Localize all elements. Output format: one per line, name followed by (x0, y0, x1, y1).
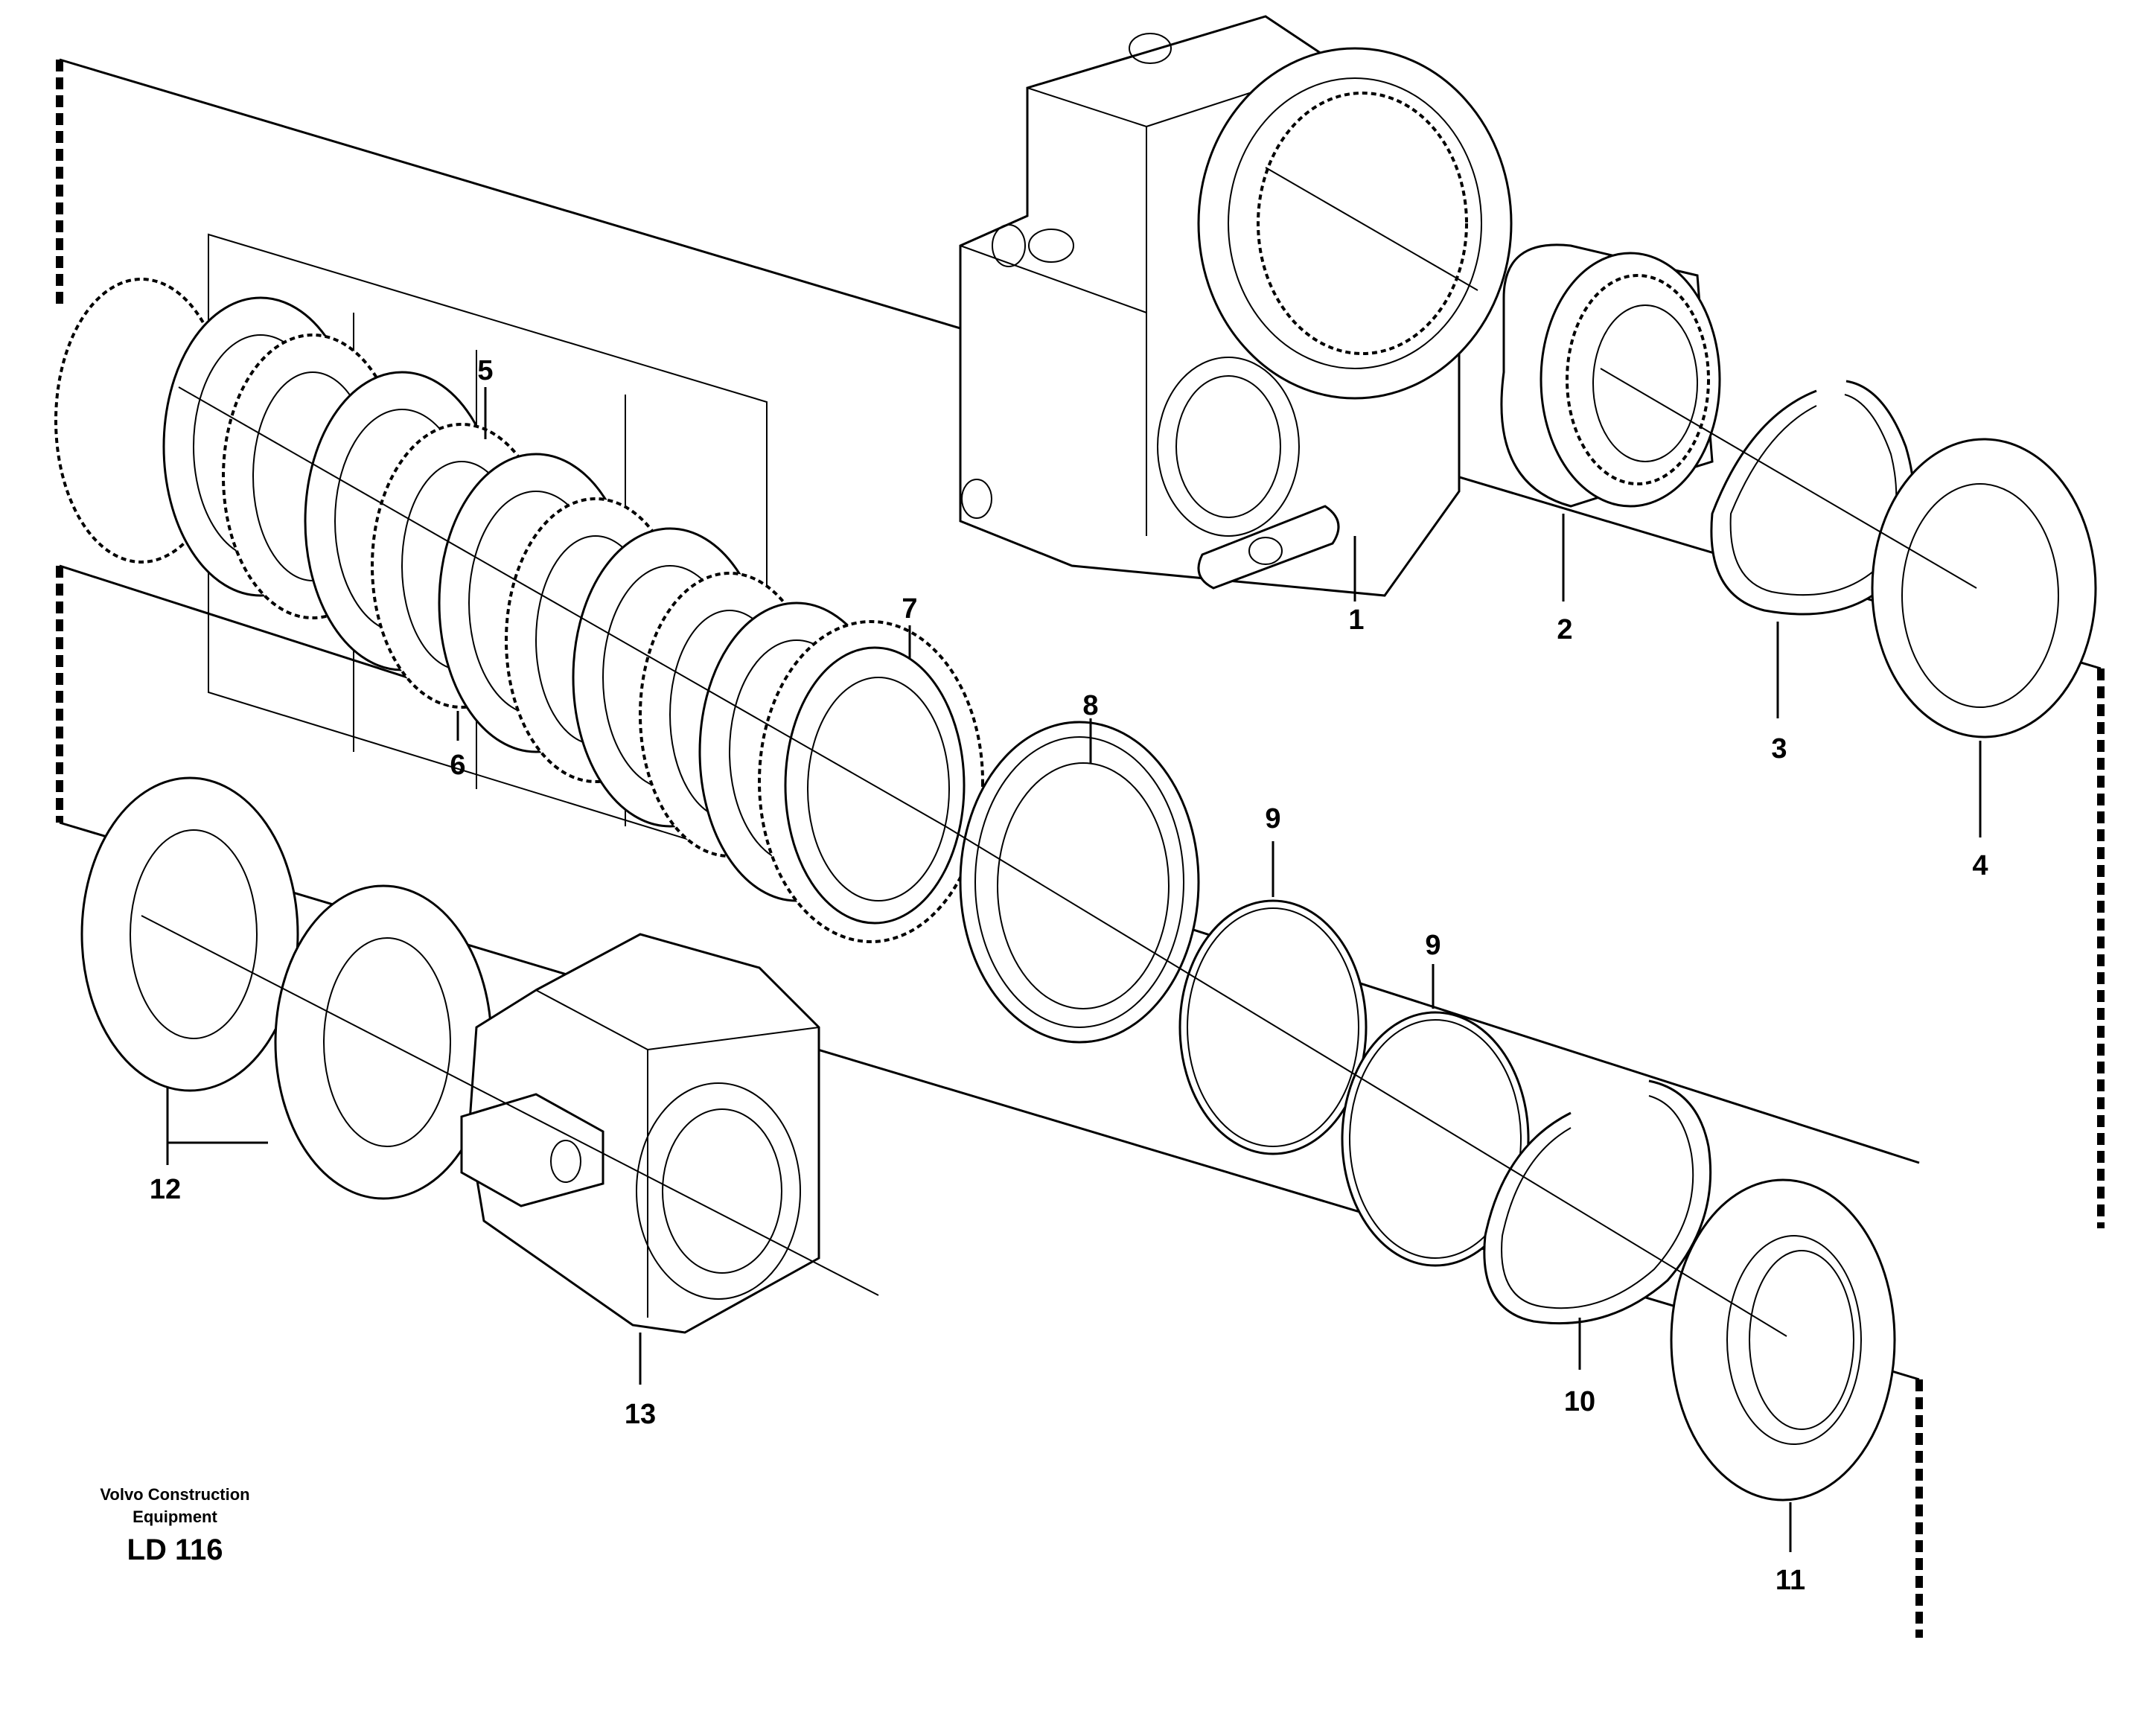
thrust-washer-part-11 (1670, 1178, 1896, 1502)
publisher-caption: Volvo Construction Equipment LD 116 (100, 1485, 249, 1566)
hub-part-2 (1500, 243, 1721, 508)
toothed-disc-part-7 (758, 620, 984, 943)
caption-line-1: Volvo Construction (100, 1485, 249, 1504)
seal-ring-part-8 (959, 721, 1200, 1044)
o-ring-part-9b (1341, 1011, 1530, 1267)
callout-1: 1 (1348, 604, 1364, 636)
snap-ring-part-10 (1483, 1079, 1712, 1325)
caption-line-2: Equipment (133, 1507, 217, 1526)
piston-housing-part-13 (460, 933, 820, 1334)
clutch-pack-part-5-6 (54, 233, 895, 902)
callout-11: 11 (1776, 1565, 1805, 1596)
callout-8: 8 (1082, 690, 1098, 721)
centerlines (141, 167, 1977, 1337)
callout-4: 4 (1972, 850, 1988, 881)
callout-13: 13 (625, 1399, 656, 1430)
callout-2: 2 (1557, 614, 1572, 645)
washer-part-4 (1871, 438, 2097, 738)
snap-ring-part-3 (1710, 380, 1915, 616)
callout-9b: 9 (1425, 930, 1440, 961)
callout-labels: 1 2 3 4 5 6 7 8 9 9 10 11 12 13 (150, 355, 1988, 1596)
callout-7: 7 (902, 593, 917, 625)
housing-part-1 (959, 15, 1513, 597)
leader-lines (166, 387, 1982, 1552)
callout-12: 12 (150, 1174, 181, 1205)
callout-3: 3 (1771, 733, 1787, 765)
callout-6: 6 (450, 750, 465, 781)
callout-10: 10 (1564, 1386, 1595, 1417)
callout-5: 5 (477, 355, 493, 386)
shims-part-12 (80, 776, 493, 1200)
caption-code: LD 116 (127, 1534, 223, 1566)
o-ring-part-9a (1178, 899, 1368, 1155)
callout-9a: 9 (1265, 803, 1280, 835)
